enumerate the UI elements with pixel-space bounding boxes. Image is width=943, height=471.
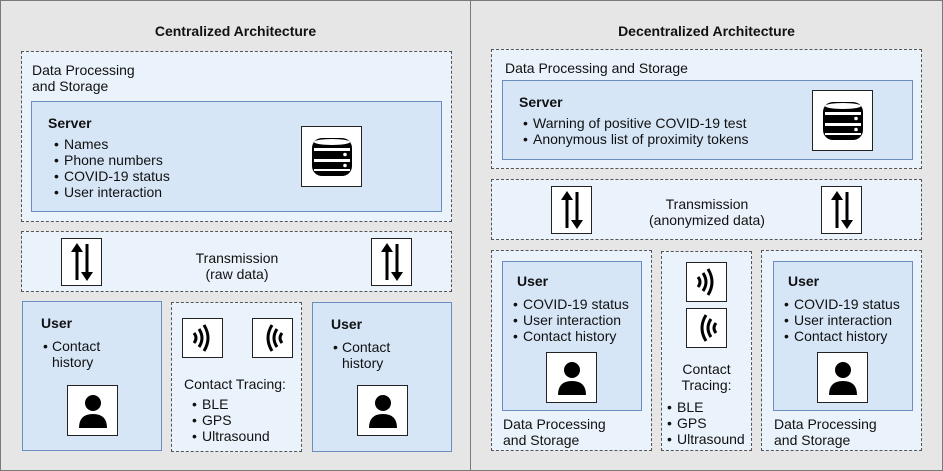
- up-down-arrows-icon: [61, 238, 102, 286]
- database-icon: [812, 90, 873, 151]
- centralized-server-box: Server Names Phone numbers COVID-19 stat…: [31, 101, 442, 212]
- list-item: Anonymous list of proximity tokens: [523, 131, 749, 147]
- centralized-transmission-region: Transmission (raw data): [21, 231, 452, 292]
- local-storage-label-line1: Data Processing: [774, 416, 877, 432]
- contact-tracing-title-line2: Tracing:: [681, 377, 732, 393]
- user-icon: [357, 385, 408, 436]
- server-title: Server: [519, 94, 563, 110]
- user-title: User: [517, 273, 549, 289]
- user-icon: [67, 385, 118, 436]
- list-item: Names: [54, 136, 170, 152]
- up-down-arrows-icon: [551, 186, 592, 234]
- decentralized-user-left-region: User COVID-19 status User interaction Co…: [491, 250, 652, 451]
- list-item: User interaction: [54, 184, 170, 200]
- decentralized-storage-region: Data Processing and Storage Server Warni…: [491, 49, 922, 169]
- user-item-line1: Contact: [342, 339, 391, 355]
- contact-tracing-title-line1: Contact: [682, 361, 731, 377]
- bullet: •: [43, 338, 48, 354]
- user-item-line2: history: [52, 354, 94, 370]
- server-data-list: Warning of positive COVID-19 test Anonym…: [523, 115, 749, 147]
- transmission-label-line2: (raw data): [205, 266, 269, 282]
- user-title: User: [788, 273, 820, 289]
- bullet: •: [333, 339, 338, 355]
- list-item: User interaction: [784, 312, 900, 328]
- list-item: GPS: [667, 415, 745, 431]
- decentralized-user-right: User COVID-19 status User interaction Co…: [773, 261, 913, 411]
- storage-label-line1: Data Processing: [32, 62, 135, 78]
- up-down-arrows-icon: [371, 238, 412, 286]
- transmission-label-line2: (anonymized data): [649, 212, 765, 228]
- storage-label: Data Processing and Storage: [505, 60, 688, 76]
- signal-waves-right-icon: [686, 262, 727, 302]
- list-item: COVID-19 status: [54, 168, 170, 184]
- contact-tracing-title: Contact Tracing:: [184, 376, 286, 392]
- decentralized-transmission-region: Transmission (anonymized data): [491, 179, 922, 240]
- list-item: Warning of positive COVID-19 test: [523, 115, 749, 131]
- signal-waves-left-icon: [686, 308, 727, 348]
- user-item-line2: history: [342, 355, 384, 371]
- list-item: Ultrasound: [667, 431, 745, 447]
- server-title: Server: [48, 115, 92, 131]
- centralized-user-right: User • Contact history: [312, 302, 452, 452]
- list-item: BLE: [192, 396, 270, 412]
- local-storage-label-line2: and Storage: [774, 432, 851, 448]
- storage-label-line2: and Storage: [32, 78, 109, 94]
- centralized-contact-tracing: Contact Tracing: BLE GPS Ultrasound: [171, 302, 302, 452]
- signal-waves-right-icon: [182, 318, 223, 358]
- list-item: Contact history: [784, 328, 900, 344]
- server-data-list: Names Phone numbers COVID-19 status User…: [54, 136, 170, 200]
- local-storage-label-line2: and Storage: [503, 432, 580, 448]
- list-item: COVID-19 status: [784, 296, 900, 312]
- decentralized-title: Decentralized Architecture: [618, 23, 795, 39]
- tracing-methods-list: BLE GPS Ultrasound: [192, 396, 270, 444]
- decentralized-contact-tracing: Contact Tracing: BLE GPS Ultrasound: [661, 251, 752, 451]
- list-item: GPS: [192, 412, 270, 428]
- list-item: Contact history: [513, 328, 629, 344]
- signal-waves-left-icon: [252, 318, 293, 358]
- user-data-list: COVID-19 status User interaction Contact…: [513, 296, 629, 344]
- decentralized-panel: Decentralized Architecture Data Processi…: [470, 0, 943, 471]
- user-item-line1: Contact: [52, 338, 101, 354]
- list-item: User interaction: [513, 312, 629, 328]
- centralized-user-left: User • Contact history: [22, 301, 162, 451]
- user-data-list: COVID-19 status User interaction Contact…: [784, 296, 900, 344]
- centralized-panel: Centralized Architecture Data Processing…: [0, 0, 471, 471]
- centralized-title: Centralized Architecture: [154, 23, 317, 39]
- user-title: User: [41, 315, 73, 331]
- database-icon: [301, 126, 362, 187]
- list-item: BLE: [667, 399, 745, 415]
- decentralized-user-right-region: User COVID-19 status User interaction Co…: [761, 250, 922, 451]
- transmission-label-line1: Transmission: [195, 250, 279, 266]
- user-icon: [817, 352, 868, 403]
- transmission-label-line1: Transmission: [665, 196, 749, 212]
- user-icon: [546, 352, 597, 403]
- decentralized-user-left: User COVID-19 status User interaction Co…: [502, 261, 642, 411]
- list-item: Ultrasound: [192, 428, 270, 444]
- up-down-arrows-icon: [821, 186, 862, 234]
- centralized-storage-region: Data Processing and Storage Server Names…: [21, 51, 452, 222]
- tracing-methods-list: BLE GPS Ultrasound: [667, 399, 745, 447]
- local-storage-label-line1: Data Processing: [503, 416, 606, 432]
- list-item: COVID-19 status: [513, 296, 629, 312]
- decentralized-server-box: Server Warning of positive COVID-19 test…: [502, 80, 913, 160]
- user-title: User: [331, 316, 363, 332]
- list-item: Phone numbers: [54, 152, 170, 168]
